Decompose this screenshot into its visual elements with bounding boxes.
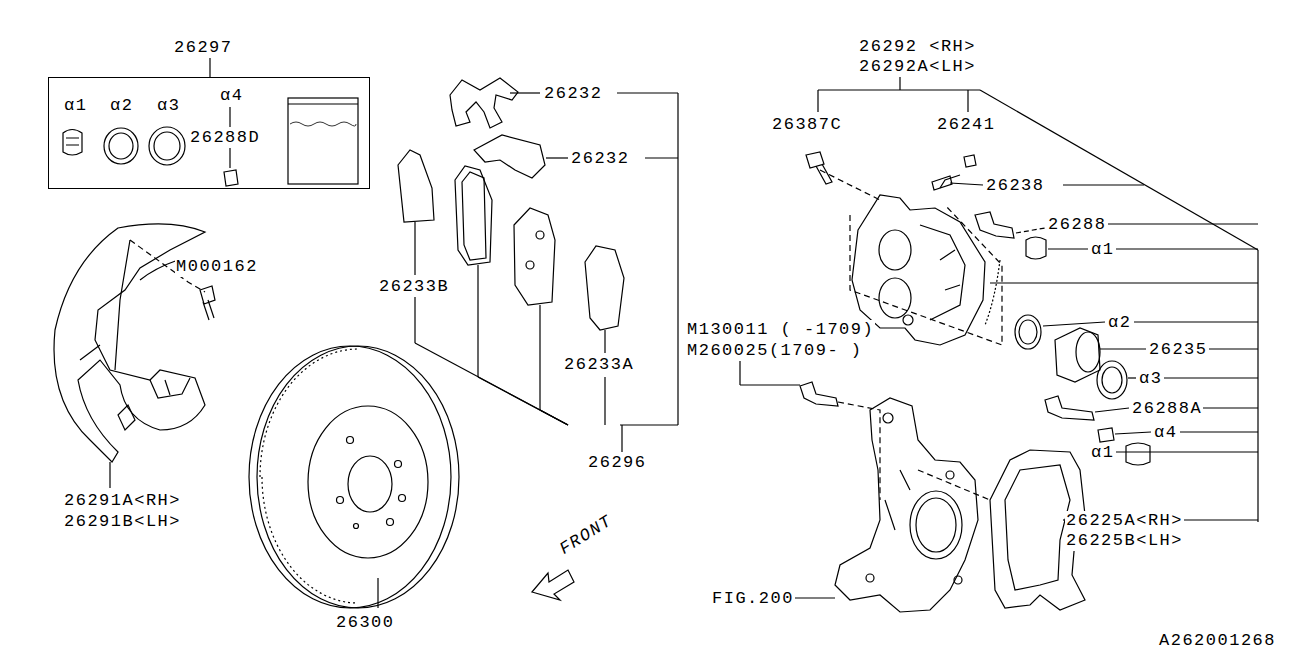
callout-number: 26387C xyxy=(771,115,843,135)
part-label: α1 xyxy=(63,96,88,116)
part-label: 26288D xyxy=(189,128,261,148)
callout-number: FRONT xyxy=(555,511,617,560)
callout-number: 26235 xyxy=(1148,340,1209,360)
callout-number: 26296 xyxy=(587,453,648,473)
callout-number: 26291B<LH> xyxy=(63,512,182,532)
callout-number: 26225B<LH> xyxy=(1065,531,1184,551)
callout-number: 26225A<RH> xyxy=(1065,511,1184,531)
part-label: α2 xyxy=(109,96,134,116)
callout-number: M260025(1709- ) xyxy=(686,341,864,361)
callout-number: 26292A<LH> xyxy=(858,57,977,77)
callout-number: 26300 xyxy=(335,613,396,633)
kit-box: 26297α1α2α3α426288D xyxy=(48,77,370,189)
callout-number: 26233A xyxy=(563,355,635,375)
callout-number: 26291A<RH> xyxy=(63,491,182,511)
callout-number: 26232 xyxy=(543,84,604,104)
kit-number: 26297 xyxy=(173,38,234,58)
part-label: α4 xyxy=(219,86,244,106)
callout-number: α3 xyxy=(1138,369,1163,389)
callout-number: 26292 <RH> xyxy=(858,37,977,57)
callout-number: 26233B xyxy=(378,277,450,297)
callout-number: α1 xyxy=(1090,443,1115,463)
callout-number: FIG.200 xyxy=(711,589,795,609)
callout-number: M130011 ( -1709) xyxy=(686,320,875,340)
callout-number: 26232 xyxy=(570,149,631,169)
callout-number: 26288 xyxy=(1047,215,1108,235)
callout-number: 26241 xyxy=(936,115,997,135)
callout-number: M000162 xyxy=(175,257,259,277)
callout-number: α1 xyxy=(1090,240,1115,260)
callout-number: α2 xyxy=(1107,313,1132,333)
part-label: α3 xyxy=(156,96,181,116)
callout-number: α4 xyxy=(1153,423,1178,443)
callout-number: 26238 xyxy=(985,176,1046,196)
callout-number: A262001268 xyxy=(1158,631,1277,651)
callout-number: 26288A xyxy=(1131,399,1203,419)
